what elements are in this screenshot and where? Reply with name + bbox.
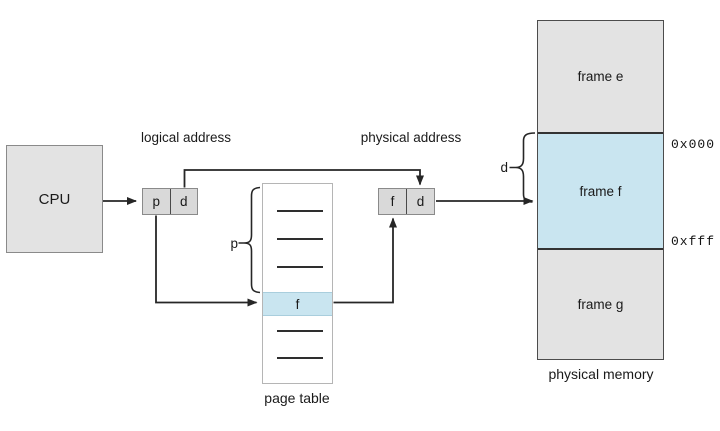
arrow-page-table-to-physical-f	[333, 217, 397, 304]
page-table-entry-line	[277, 330, 323, 332]
logical-d-cell: d	[179, 194, 188, 209]
d-bracket-label: d	[500, 160, 508, 175]
d-bracket	[509, 132, 536, 203]
page-table-entry-f: f	[263, 292, 332, 316]
frame-g: frame g	[538, 248, 663, 359]
page-table-entry-line	[277, 266, 323, 268]
logical-address-box: p d	[142, 188, 198, 215]
physical-d-cell: d	[416, 194, 425, 209]
p-bracket	[238, 186, 261, 294]
physical-memory-label: physical memory	[548, 366, 654, 382]
arrow-logical-p-to-page-table	[155, 215, 258, 307]
logical-p-cell: p	[143, 189, 171, 214]
frame-f: frame f	[538, 132, 663, 248]
logical-address-label: logical address	[140, 130, 232, 145]
physical-memory: frame e frame f frame g	[537, 20, 664, 360]
page-table-entry-line	[277, 238, 323, 240]
physical-address-label: physical address	[360, 130, 462, 145]
p-bracket-label: p	[230, 236, 238, 251]
page-table-entry-line	[277, 357, 323, 359]
offset-0xfff-label: 0xfff	[671, 234, 716, 249]
page-table-label: page table	[264, 390, 330, 406]
page-table-entry-line	[277, 210, 323, 212]
cpu-label: CPU	[38, 190, 71, 208]
offset-0x000-label: 0x000	[671, 137, 716, 152]
cpu-box: CPU	[6, 145, 103, 253]
frame-e: frame e	[538, 21, 663, 132]
physical-f-cell: f	[379, 189, 407, 214]
page-table: f	[262, 183, 333, 384]
physical-address-box: f d	[378, 188, 435, 215]
